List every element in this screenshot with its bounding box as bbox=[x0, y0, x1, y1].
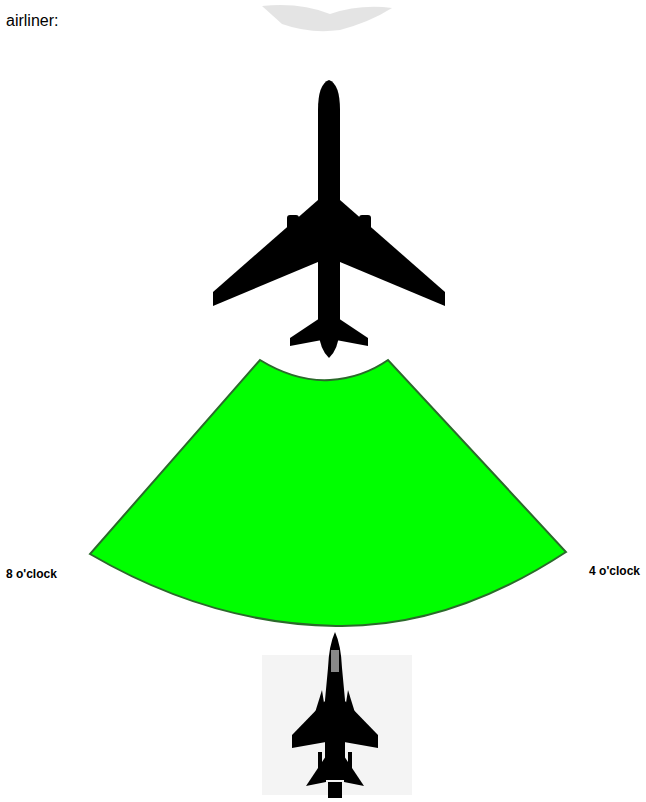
watermark-logo bbox=[262, 5, 392, 31]
intercept-zone bbox=[90, 360, 566, 626]
intro-text: airliner: bbox=[6, 12, 58, 30]
clock-position: 8 o'clock bbox=[6, 567, 57, 581]
airliner-silhouette bbox=[213, 80, 445, 358]
clock-position: 4 o'clock bbox=[589, 564, 640, 578]
fighter-silhouette bbox=[292, 632, 378, 798]
